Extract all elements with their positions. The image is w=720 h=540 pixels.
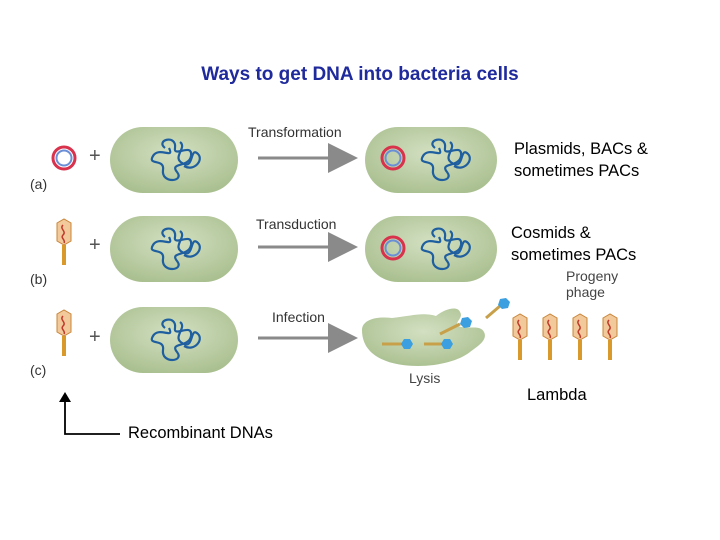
page-title: Ways to get DNA into bacteria cells — [201, 64, 519, 85]
lysis-label: Lysis — [409, 370, 441, 386]
bacterial-cell — [365, 127, 497, 193]
phage-particle-icon — [424, 339, 453, 349]
vector-note-a: Plasmids, BACs & sometimes PACs — [514, 138, 648, 182]
bacterial-cell — [110, 216, 238, 282]
phage-particle-icon — [485, 298, 510, 320]
plus-sign: + — [89, 145, 101, 167]
vector-note-line: sometimes PACs — [514, 162, 640, 180]
bacterial-cell — [110, 307, 238, 373]
chromosomal-dna-icon — [150, 138, 201, 182]
recombinant-pointer-arrow — [59, 392, 120, 435]
lysed-cell — [362, 308, 485, 366]
progeny-label-line: Progeny — [566, 268, 619, 284]
row-label-c: (c) — [30, 362, 47, 378]
process-label-infection: Infection — [272, 309, 325, 325]
vector-note-line: Cosmids & — [511, 224, 591, 242]
phage-particle-icon — [439, 317, 472, 336]
chromosomal-dna-icon — [150, 227, 201, 271]
progeny-phage-icon — [512, 313, 528, 360]
plasmid-icon — [51, 145, 77, 171]
row-label-b: (b) — [30, 271, 48, 287]
plus-sign: + — [89, 326, 101, 348]
chromosomal-dna-icon — [420, 138, 471, 182]
progeny-label-line: phage — [566, 284, 605, 300]
chromosomal-dna-icon — [420, 227, 471, 271]
row-label-a: (a) — [30, 176, 48, 192]
lambda-label: Lambda — [527, 386, 587, 404]
process-label-transduction: Transduction — [256, 216, 337, 232]
vector-note-line: sometimes PACs — [511, 246, 637, 264]
phage-icon — [56, 218, 72, 265]
progeny-phage-icon — [542, 313, 558, 360]
progeny-phage-icon — [572, 313, 588, 360]
progeny-phage-icon — [602, 313, 618, 360]
process-label-transformation: Transformation — [248, 124, 342, 140]
vector-note-line: Plasmids, BACs & — [514, 140, 648, 158]
phage-particle-icon — [382, 339, 413, 349]
progeny-phage-label: Progeny phage — [566, 268, 618, 300]
plus-sign: + — [89, 234, 101, 256]
bacterial-cell — [110, 127, 238, 193]
recombinant-dnas-label: Recombinant DNAs — [128, 424, 273, 442]
phage-icon — [56, 309, 72, 356]
plasmid-icon — [380, 145, 406, 171]
plasmid-icon — [380, 235, 406, 261]
vector-note-b: Cosmids & sometimes PACs — [511, 222, 636, 266]
bacterial-cell — [365, 216, 497, 282]
chromosomal-dna-icon — [150, 318, 201, 362]
